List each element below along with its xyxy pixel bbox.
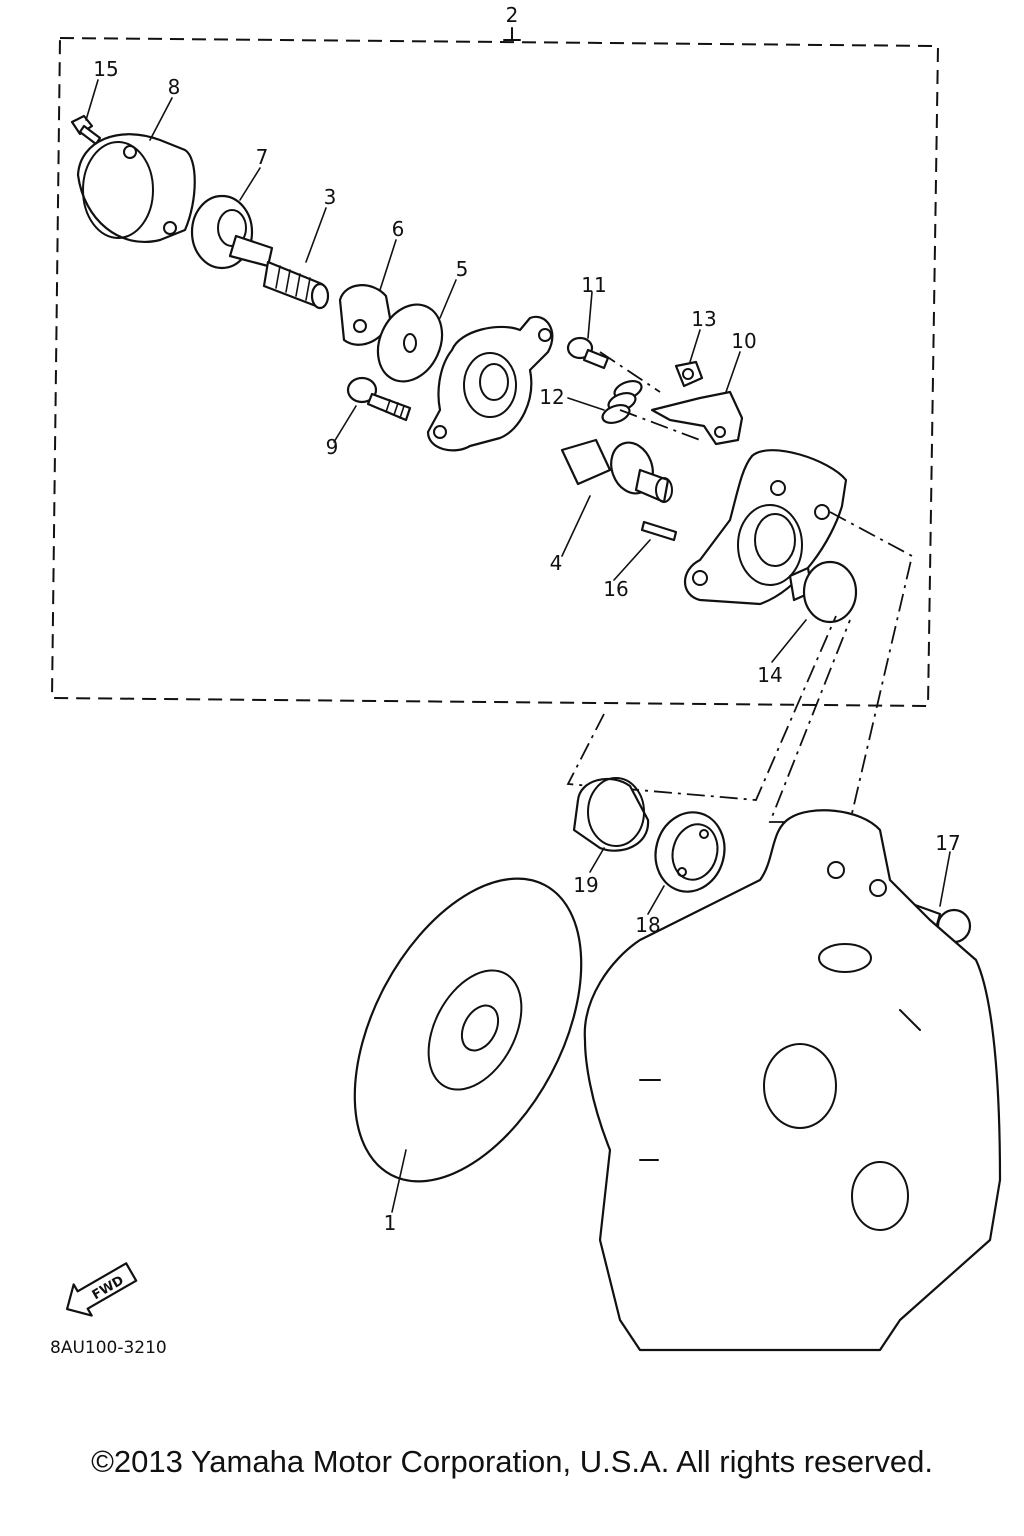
part-label-17: 17 [935, 831, 960, 855]
pump-housing [426, 315, 554, 452]
assembly-group-outline [50, 36, 940, 708]
part-7-shaft [190, 194, 274, 270]
part-16-pin [640, 520, 678, 542]
part-label-4: 4 [550, 551, 563, 575]
copyright-notice: ©2013 Yamaha Motor Corporation, U.S.A. A… [91, 1444, 933, 1479]
part-label-3: 3 [324, 185, 337, 209]
part-14-plug [788, 560, 858, 624]
part-5-washer [376, 303, 444, 383]
part-13-nut [674, 360, 704, 388]
part-label-18: 18 [635, 913, 660, 937]
part-18-seal [654, 811, 726, 893]
engine-block [583, 809, 1002, 1352]
part-label-13: 13 [691, 307, 716, 331]
part-1-disc [353, 877, 583, 1183]
part-label-12: 12 [539, 385, 564, 409]
part-4-shaft [560, 438, 673, 504]
callout-lines [85, 79, 951, 1213]
part-12-spring [601, 379, 643, 425]
part-label-6: 6 [392, 217, 405, 241]
part-19-cap [572, 777, 650, 852]
part-label-8: 8 [168, 75, 181, 99]
leader-line-19-18 [566, 615, 837, 801]
diagram-code: 8AU100-3210 [50, 1338, 167, 1358]
part-label-2: 2 [506, 3, 519, 27]
right-housing [684, 449, 848, 606]
part-label-11: 11 [581, 273, 606, 297]
part-11-bolt [566, 336, 610, 370]
part-label-1: 1 [384, 1211, 397, 1235]
part-label-16: 16 [603, 577, 628, 601]
part-3-pin [262, 260, 330, 310]
part-label-14: 14 [757, 663, 782, 687]
part-label-9: 9 [326, 435, 339, 459]
part-10-lever [650, 390, 744, 446]
part-label-19: 19 [573, 873, 598, 897]
part-8-cover [76, 133, 196, 243]
part-label-15: 15 [93, 57, 118, 81]
forward-arrow-icon: FWD [65, 1262, 138, 1317]
part-label-7: 7 [256, 145, 269, 169]
part-9-bolt [346, 376, 412, 422]
part-label-5: 5 [456, 257, 469, 281]
part-label-10: 10 [731, 329, 756, 353]
